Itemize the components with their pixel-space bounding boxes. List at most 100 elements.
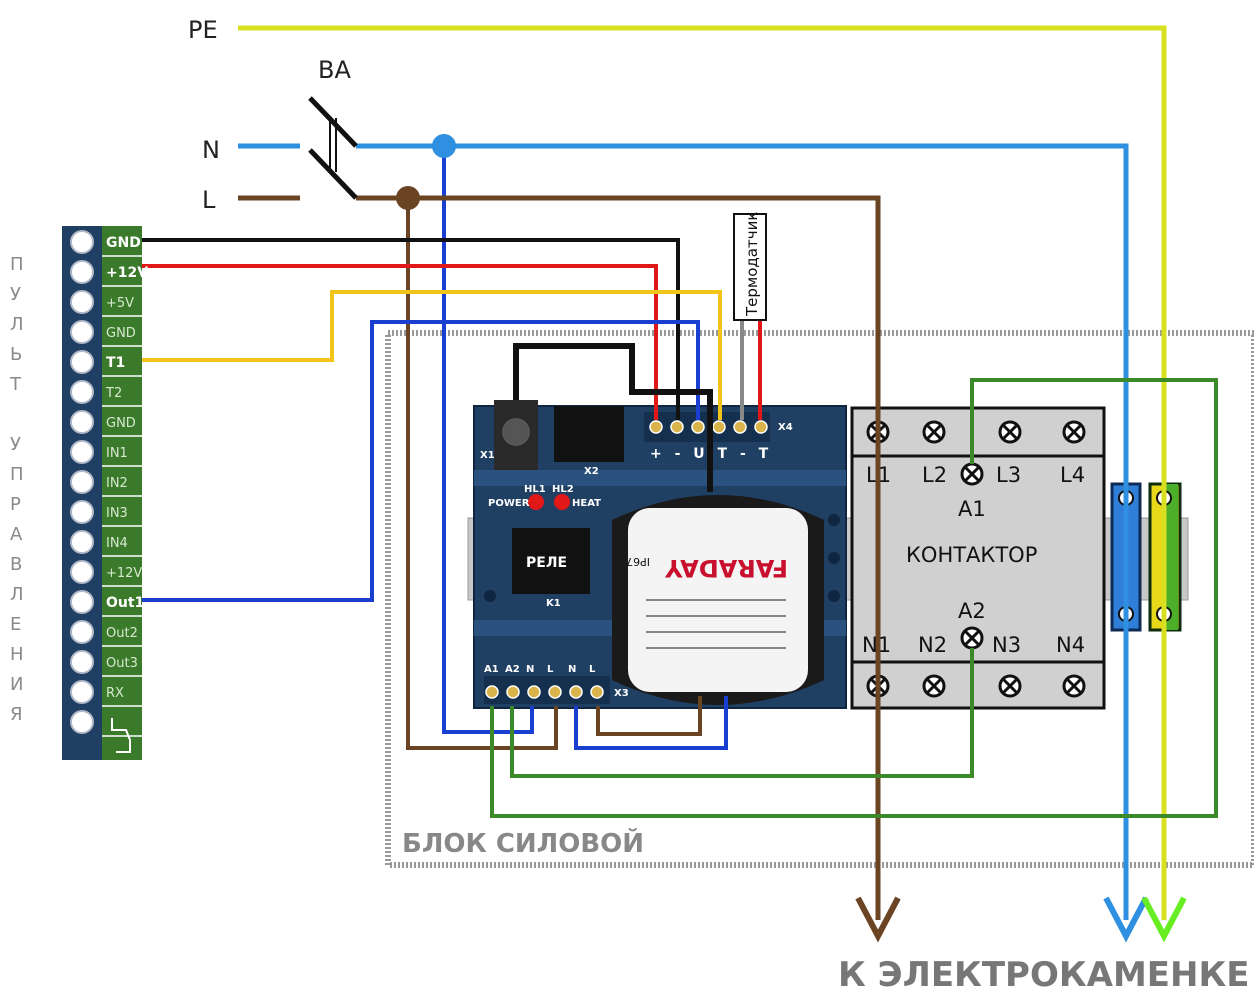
hl2-label: HL2 bbox=[552, 484, 574, 495]
contactor-bottom-screw-2 bbox=[998, 674, 1022, 698]
thermosensor-label: Термодатчик bbox=[743, 212, 761, 317]
x3-pin-label-5: L bbox=[589, 664, 596, 675]
n-arrow bbox=[1103, 896, 1149, 943]
control-panel-strip: GND+12V+5VGNDT1T2GNDIN1IN2IN3IN4+12VOut1… bbox=[62, 226, 148, 760]
contactor-screws bbox=[866, 420, 1086, 698]
strip-screw-7 bbox=[70, 440, 94, 464]
power-block-label: БЛОК СИЛОВОЙ bbox=[402, 827, 644, 859]
panel-title-letter-0: П bbox=[10, 254, 24, 275]
panel-title-letter-8: Р bbox=[10, 494, 21, 515]
x3-pin-5 bbox=[590, 685, 604, 699]
strip-screw-2 bbox=[70, 290, 94, 314]
x4-pin-4 bbox=[733, 420, 747, 434]
x4-pin-5 bbox=[754, 420, 768, 434]
a2-terminal-icon bbox=[960, 626, 984, 650]
panel-title-letter-15: Я bbox=[10, 704, 23, 725]
strip-label-6: GND bbox=[106, 416, 136, 431]
contactor-top-label-2: L3 bbox=[996, 463, 1021, 487]
strip-label-8: IN2 bbox=[106, 476, 128, 491]
heat-led-label: HEAT bbox=[572, 498, 601, 509]
panel-title-letter-6: У bbox=[10, 434, 21, 455]
mount-hole-1 bbox=[484, 590, 496, 602]
strip-screw-9 bbox=[70, 500, 94, 524]
contactor-bottom-label-2: N3 bbox=[992, 633, 1021, 657]
x4-pin-2 bbox=[691, 420, 705, 434]
strip-label-5: T2 bbox=[105, 386, 122, 401]
pe-terminal-stripe bbox=[1166, 484, 1178, 630]
contactor-top-label-3: L4 bbox=[1060, 463, 1085, 487]
pe-wire bbox=[238, 25, 1167, 920]
x4-pin-0 bbox=[649, 420, 663, 434]
strip-label-10: IN4 bbox=[106, 536, 128, 551]
va-label: ВА bbox=[318, 56, 351, 84]
heat-led bbox=[554, 494, 570, 510]
pe-label: PE bbox=[188, 16, 218, 44]
l-wire-main bbox=[356, 195, 881, 920]
strip-label-13: Out2 bbox=[106, 626, 138, 641]
relay-k1 bbox=[512, 528, 590, 594]
n-label: N bbox=[202, 136, 220, 164]
psu-brand: FARADAY bbox=[665, 554, 788, 582]
strip-screw-5 bbox=[70, 380, 94, 404]
x3-header bbox=[484, 676, 610, 704]
k1-label: K1 bbox=[546, 598, 561, 609]
power-led bbox=[528, 494, 544, 510]
v12-wire bbox=[142, 264, 658, 420]
power-supply-module: FARADAY IP67 bbox=[612, 495, 824, 705]
mount-hole-2 bbox=[828, 514, 840, 526]
mount-hole-3 bbox=[828, 552, 840, 564]
x3-label: X3 bbox=[614, 688, 629, 699]
strip-screw-13 bbox=[70, 620, 94, 644]
panel-title-letter-14: И bbox=[10, 674, 23, 695]
x3-pin-4 bbox=[569, 685, 583, 699]
board-stripe-top bbox=[474, 470, 846, 486]
contactor-bottom-label-1: N2 bbox=[918, 633, 947, 657]
contactor-top-label-1: L2 bbox=[922, 463, 947, 487]
panel-title-letter-10: В bbox=[10, 554, 22, 575]
strip-label-1: +12V bbox=[106, 265, 148, 281]
strip-label-9: IN3 bbox=[106, 506, 128, 521]
a2-wire bbox=[510, 648, 974, 778]
strip-screw-14 bbox=[70, 650, 94, 674]
x2-block bbox=[554, 406, 624, 462]
l-wire-to-x3 bbox=[406, 198, 558, 750]
strip-screw-0 bbox=[70, 230, 94, 254]
strip-screw-10 bbox=[70, 530, 94, 554]
contactor-top-screw-2 bbox=[998, 420, 1022, 444]
l-arrow bbox=[855, 896, 901, 943]
breaker-contact-n bbox=[308, 96, 358, 148]
hl1-label: HL1 bbox=[524, 484, 546, 495]
strip-screw-15 bbox=[70, 680, 94, 704]
contactor-bottom-screw-3 bbox=[1062, 674, 1086, 698]
panel-title-letter-11: Л bbox=[10, 584, 24, 605]
thermosensor-box bbox=[733, 213, 767, 321]
l-junction bbox=[396, 186, 420, 210]
strip-label-7: IN1 bbox=[106, 446, 128, 461]
x3-pin-label-0: A1 bbox=[484, 664, 499, 675]
panel-title-letter-12: Е bbox=[10, 614, 21, 635]
out1-wire bbox=[142, 320, 700, 602]
x1-psu-cable bbox=[513, 343, 713, 492]
contactor-bottom-screw-1 bbox=[922, 674, 946, 698]
l-label: L bbox=[202, 186, 216, 214]
x1-label: X1 bbox=[480, 450, 495, 461]
x2-label: X2 bbox=[584, 466, 599, 477]
strip-label-column bbox=[102, 226, 142, 760]
strip-label-11: +12V bbox=[106, 566, 142, 581]
x3-pin-3 bbox=[548, 685, 562, 699]
n-wire-main bbox=[356, 143, 1129, 920]
contactor-title: КОНТАКТОР bbox=[906, 543, 1037, 567]
mount-hole-4 bbox=[828, 590, 840, 602]
gnd-wire bbox=[142, 238, 680, 420]
strip-label-12: Out1 bbox=[106, 595, 144, 611]
a1-terminal-icon bbox=[960, 462, 984, 486]
panel-title-letter-7: П bbox=[10, 464, 24, 485]
pe-arrow bbox=[1141, 896, 1187, 943]
x3-pin-label-2: N bbox=[526, 664, 534, 675]
panel-title-letter-9: А bbox=[10, 524, 23, 545]
strip-screw-1 bbox=[70, 260, 94, 284]
